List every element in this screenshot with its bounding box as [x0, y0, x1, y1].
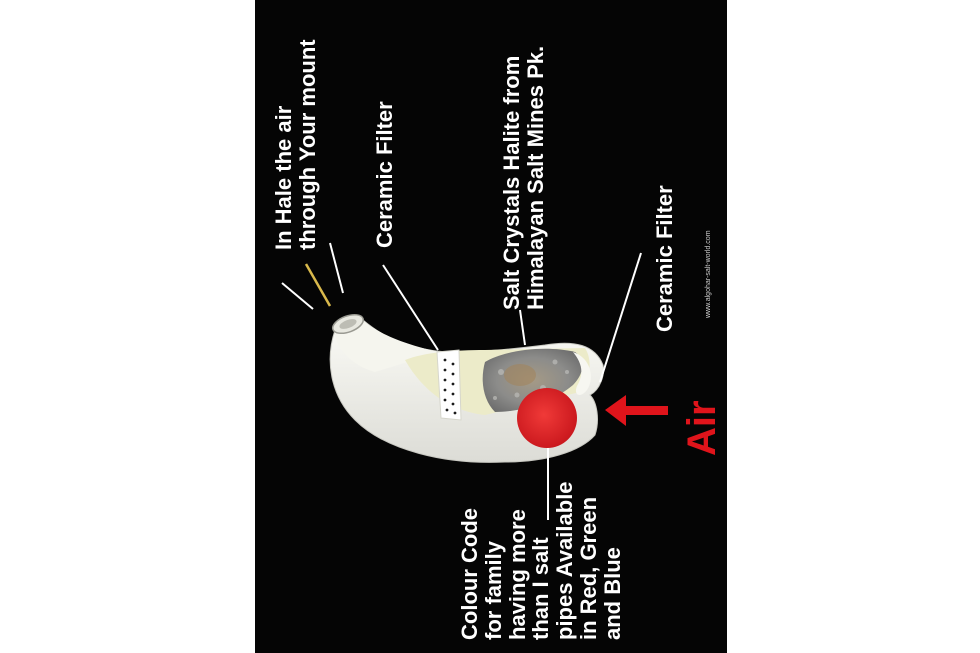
colour-code-label: Colour Code for family having more than … [457, 481, 625, 640]
salt-label-line-1: Salt Crystals Halite from [499, 55, 524, 310]
pointer-lines [281, 242, 642, 520]
filter-dots [443, 358, 457, 415]
colour-code-dot [517, 388, 577, 448]
air-label: Air [680, 400, 724, 456]
inhale-flow-line [304, 263, 332, 307]
website-watermark: www.algohar-salt-world.com [705, 230, 712, 318]
ceramic-filter-bottom-label: Ceramic Filter [652, 185, 677, 332]
ceramic-filter-top-label: Ceramic Filter [372, 101, 397, 248]
salt-crystals-label: Salt Crystals Halite from Himalayan Salt… [499, 45, 548, 310]
inhale-label: In Hale the air through Your mount [271, 39, 320, 250]
colour-line-7: and Blue [599, 547, 625, 640]
salt-pipe-diagram [281, 242, 668, 520]
ceramic-filter-top [436, 349, 462, 421]
up-arrow-icon [605, 395, 668, 426]
inhale-label-line-1: In Hale the air [271, 105, 296, 250]
inhale-label-line-2: through Your mount [294, 39, 320, 250]
colour-line-5: pipes Available [552, 481, 577, 640]
poster: In Hale the air through Your mount Ceram… [255, 0, 727, 653]
salt-label-line-2: Himalayan Salt Mines Pk. [522, 45, 548, 310]
colour-line-6: in Red, Green [575, 496, 601, 640]
colour-line-4: than I salt [528, 537, 554, 640]
colour-line-2: for family [480, 540, 506, 640]
ceramic-filter-bottom [573, 352, 591, 395]
colour-line-1: Colour Code [457, 508, 482, 640]
colour-line-3: having more [504, 509, 530, 640]
